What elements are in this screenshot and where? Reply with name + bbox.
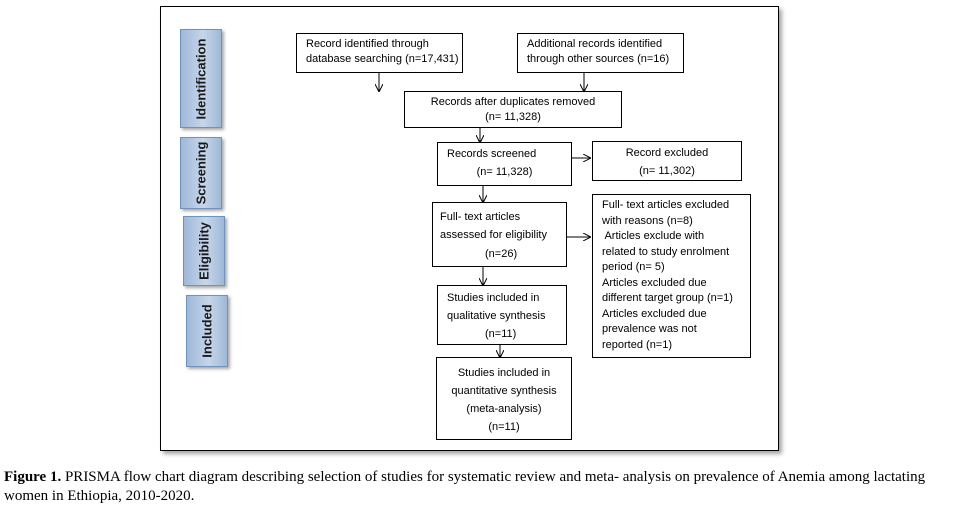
- records-screened-box: Records screened (n= 11,328): [437, 142, 572, 186]
- stage-eligibility: Eligibility: [183, 216, 225, 286]
- fulltext-excluded-line-3: Articles exclude with: [602, 230, 705, 242]
- quantitative-line-4: (n=11): [488, 421, 520, 433]
- other-sources-box: Additional records identified through ot…: [517, 33, 684, 73]
- qualitative-synthesis-box: Studies included in qualitative synthesi…: [437, 285, 567, 345]
- records-excluded-line-1: Record excluded: [625, 147, 709, 159]
- other-sources-line-2: through other sources (n=16): [527, 53, 670, 65]
- other-sources-line-1: Additional records identified: [527, 38, 663, 50]
- qualitative-line-1: Studies included in: [447, 292, 540, 304]
- fulltext-excluded-box: Full- text articles excluded with reason…: [592, 194, 751, 358]
- fulltext-excluded-line-1: Full- text articles excluded: [602, 199, 730, 211]
- fulltext-assessed-line-2: assessed for eligibility: [440, 229, 547, 241]
- qualitative-line-3: (n=11): [485, 328, 517, 340]
- figure-caption: Figure 1. PRISMA flow chart diagram desc…: [4, 468, 954, 506]
- after-duplicates-box: Records after duplicates removed (n= 11,…: [404, 91, 622, 128]
- records-excluded-line-2: (n= 11,302): [639, 165, 695, 177]
- database-search-line-2: database searching (n=17,431): [306, 53, 459, 65]
- caption-label: Figure 1.: [4, 469, 62, 485]
- fulltext-excluded-line-7: different target group (n=1): [602, 292, 733, 304]
- quantitative-line-2: quantitative synthesis: [451, 385, 557, 397]
- qualitative-line-2: qualitative synthesis: [447, 310, 546, 322]
- fulltext-excluded-line-4: related to study enrolment: [602, 245, 730, 258]
- records-screened-line-1: Records screened: [447, 148, 537, 160]
- stage-identification: Identification: [180, 29, 222, 128]
- database-search-line-1: Record identified through: [306, 38, 429, 50]
- stage-screening: Screening: [180, 137, 222, 209]
- fulltext-excluded-line-8: Articles excluded due: [602, 307, 707, 320]
- fulltext-assessed-line-1: Full- text articles: [440, 211, 521, 223]
- fulltext-excluded-line-10: reported (n=1): [602, 338, 673, 351]
- after-duplicates-line-1: Records after duplicates removed: [430, 96, 596, 108]
- fulltext-excluded-line-6: Articles excluded due: [602, 276, 707, 289]
- after-duplicates-line-2: (n= 11,328): [485, 111, 541, 123]
- quantitative-synthesis-box: Studies included in quantitative synthes…: [436, 357, 572, 440]
- fulltext-assessed-line-3: (n=26): [485, 248, 518, 260]
- quantitative-line-3: (meta-analysis): [466, 403, 542, 415]
- caption-text: PRISMA flow chart diagram describing sel…: [4, 469, 926, 504]
- fulltext-excluded-line-9: prevalence was not: [602, 323, 697, 335]
- stage-included: Included: [186, 295, 228, 367]
- fulltext-excluded-line-5: period (n= 5): [602, 261, 665, 273]
- quantitative-line-1: Studies included in: [457, 367, 551, 379]
- fulltext-assessed-box: Full- text articles assessed for eligibi…: [432, 202, 567, 267]
- records-excluded-box: Record excluded (n= 11,302): [592, 141, 742, 181]
- database-search-box: Record identified through database searc…: [296, 33, 463, 73]
- fulltext-excluded-line-2: with reasons (n=8): [602, 214, 693, 227]
- records-screened-line-2: (n= 11,328): [476, 166, 533, 178]
